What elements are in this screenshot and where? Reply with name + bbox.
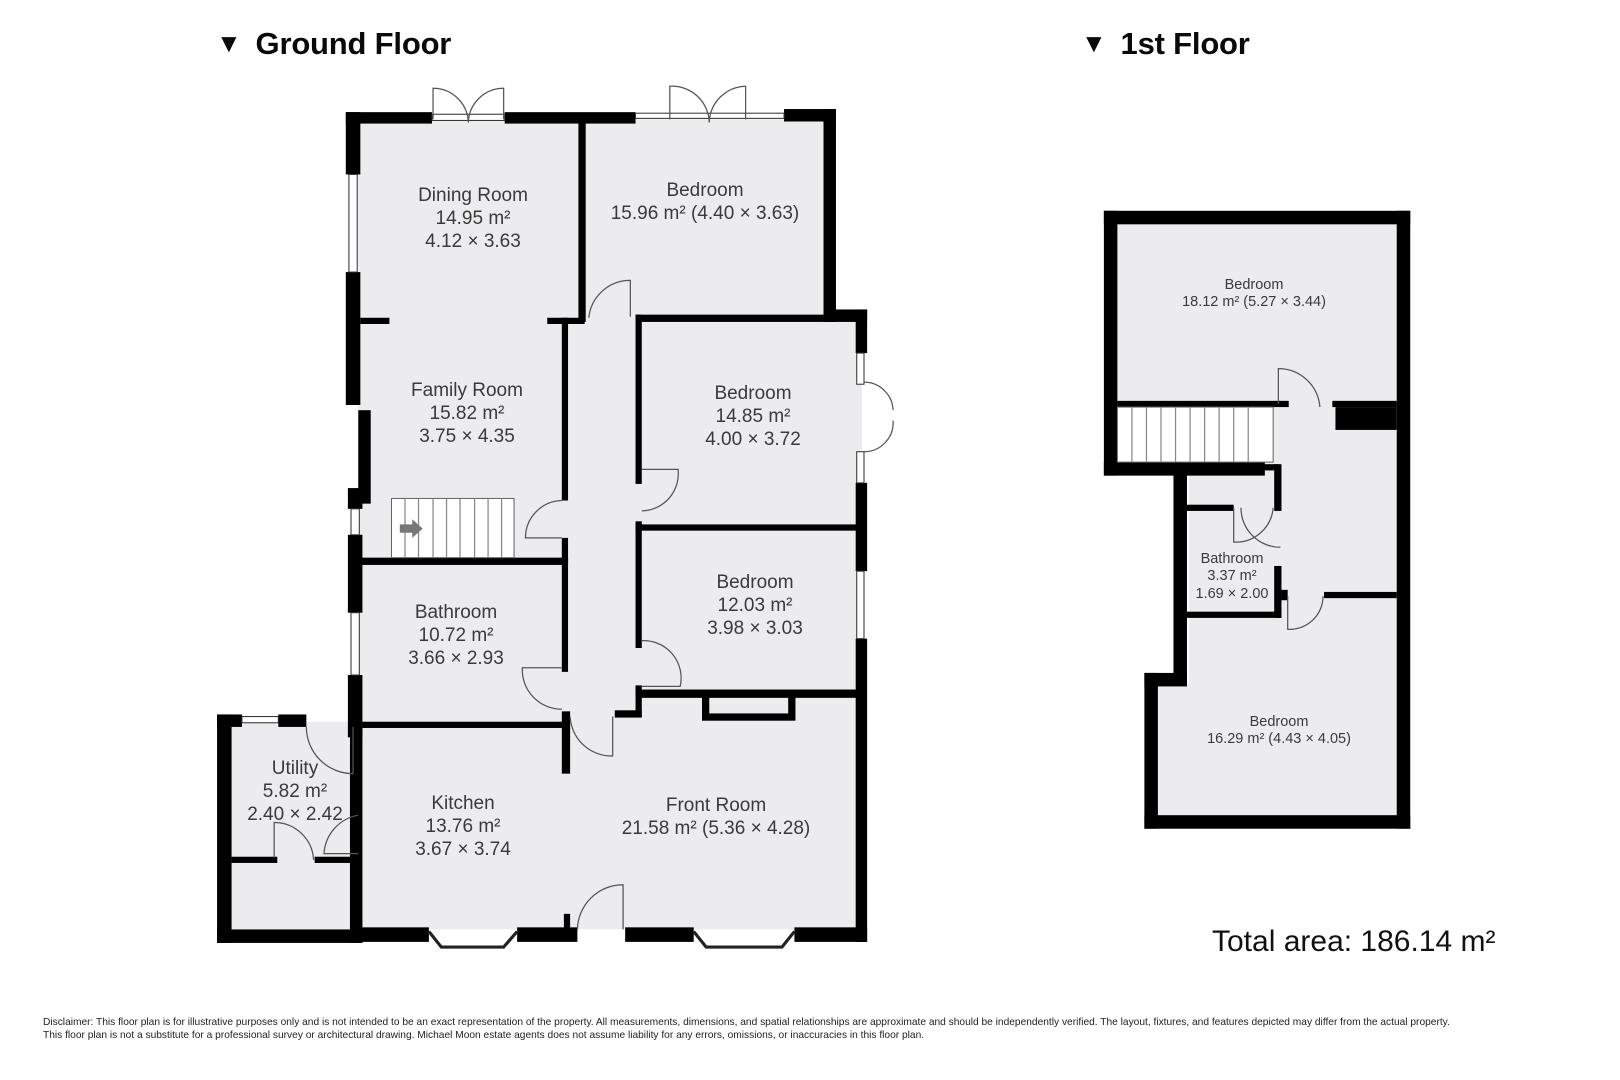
disclaimer-line-2: This floor plan is not a substitute for … [43,1030,925,1041]
first-floor-plan [1103,210,1411,829]
disclaimer: Disclaimer: This floor plan is for illus… [43,1016,1583,1042]
ground-floor-stairs [390,497,515,559]
ground-floor-plan [217,85,894,949]
triangle-down-icon: ▼ [1081,28,1107,58]
disclaimer-line-1: Disclaimer: This floor plan is for illus… [43,1017,1450,1028]
triangle-down-icon: ▼ [216,28,242,58]
ground-floor-title: ▼Ground Floor [216,26,452,61]
total-area: Total area: 186.14 m² [1212,925,1496,958]
first-floor-title: ▼1st Floor [1081,26,1250,61]
